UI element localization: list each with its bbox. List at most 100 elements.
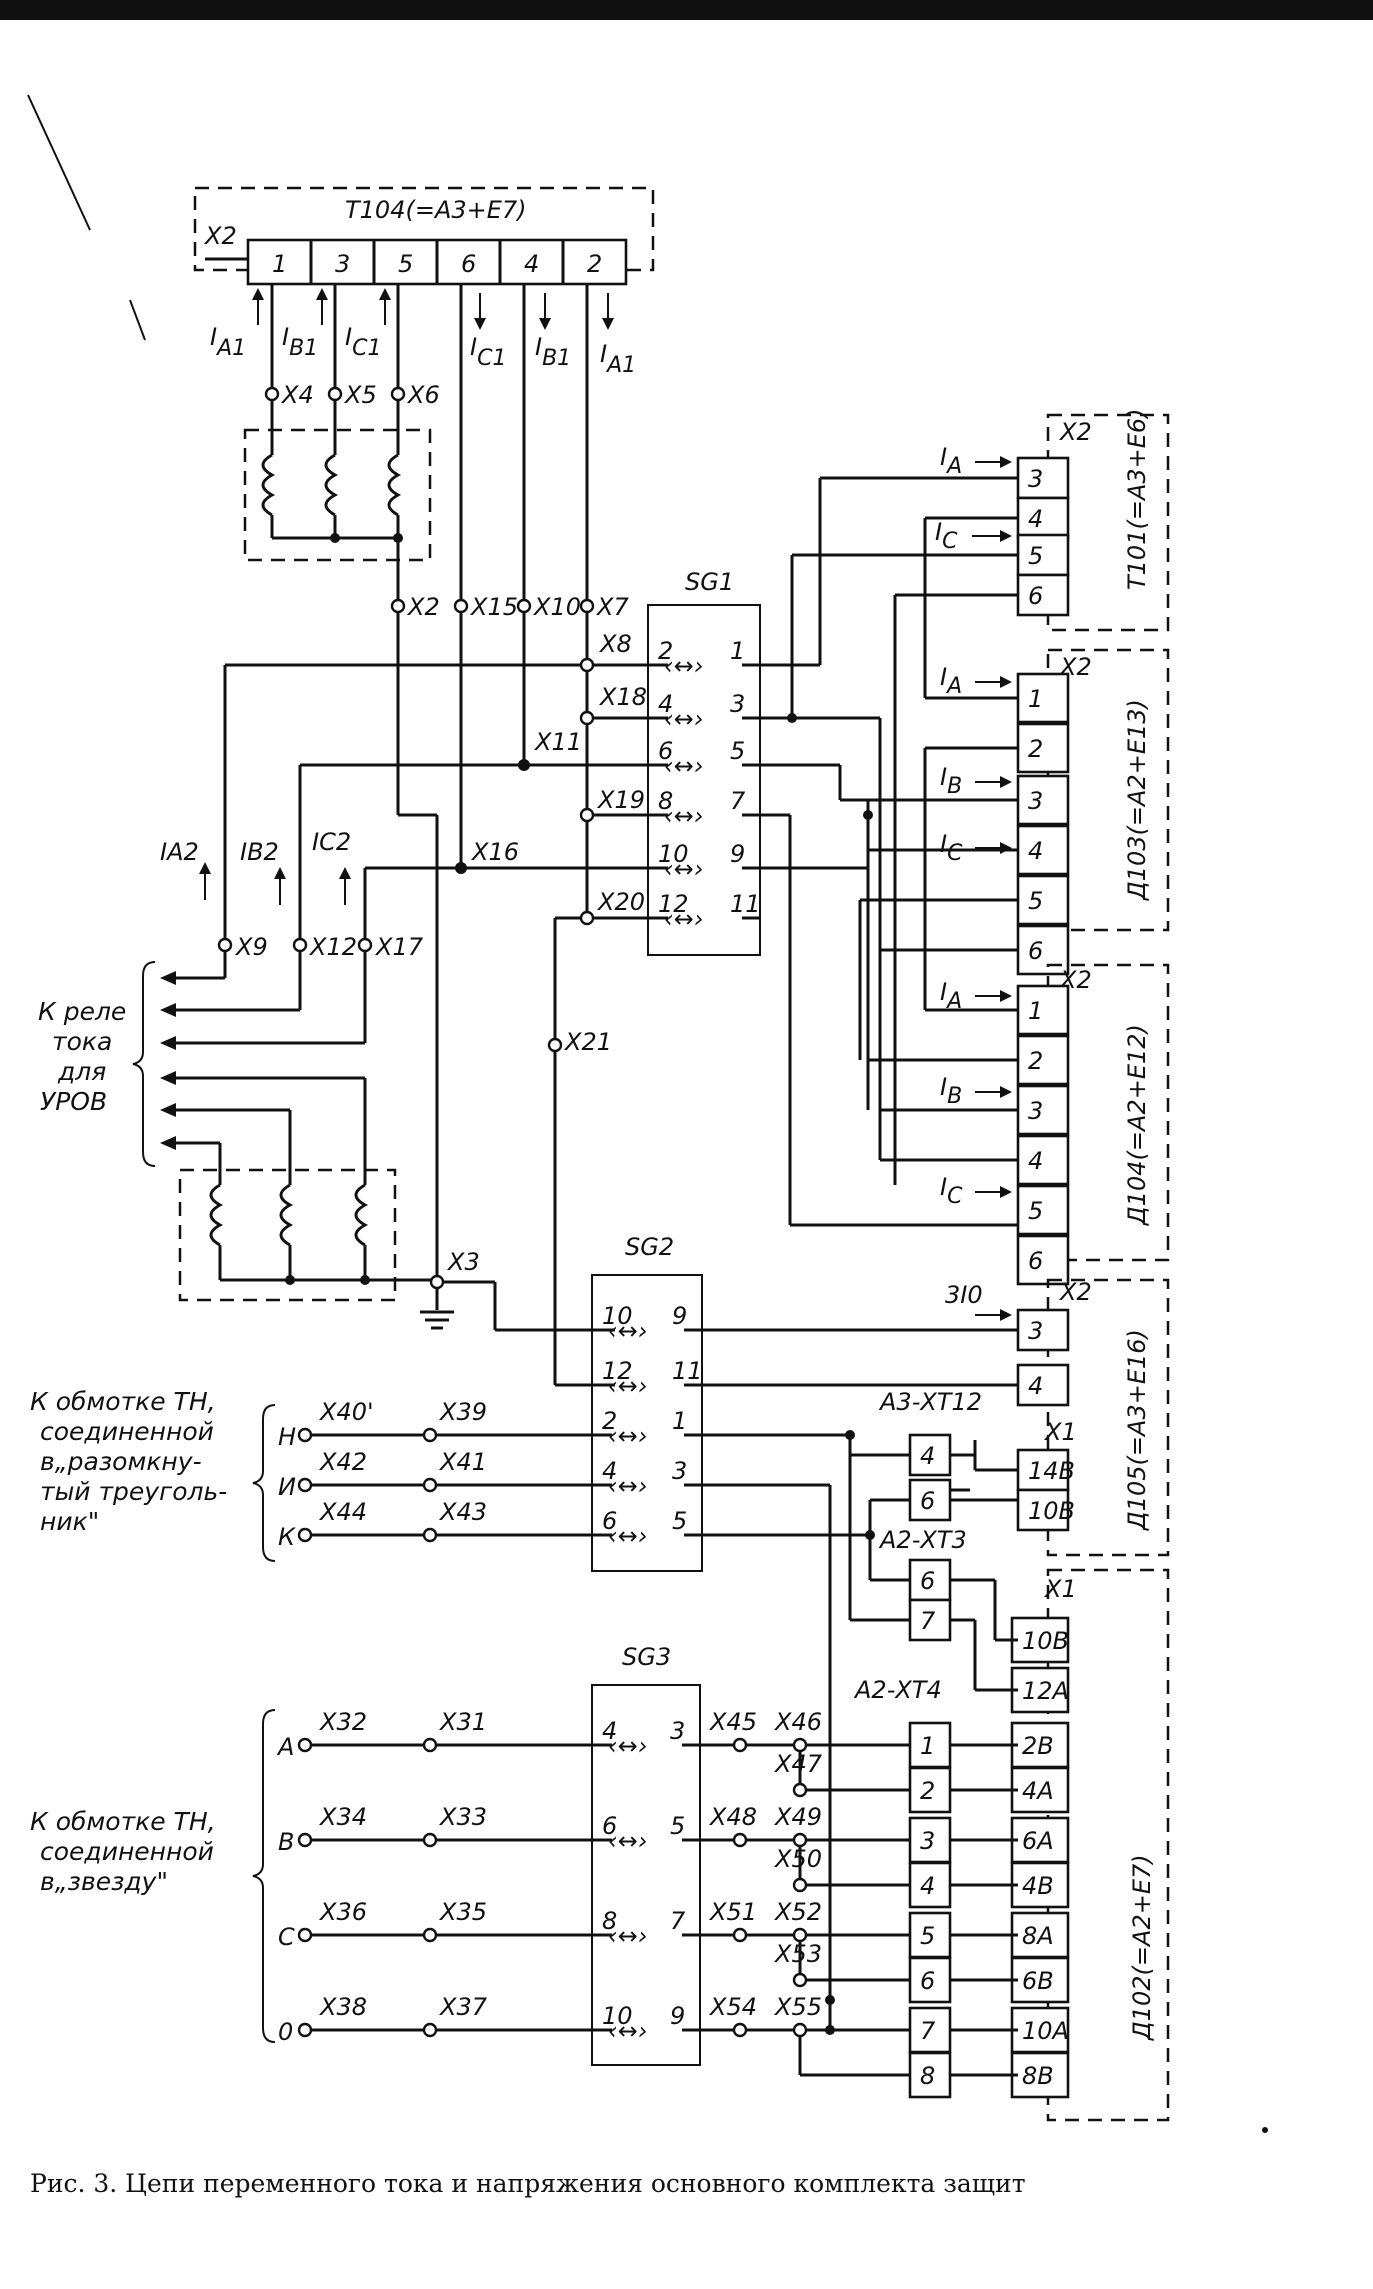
node-x2 xyxy=(390,598,406,614)
t104-pin: 3 xyxy=(335,250,350,278)
ground-x3 xyxy=(420,1274,615,1332)
relay-arrows xyxy=(132,951,367,1185)
sg1-left-wiring xyxy=(223,663,660,1387)
svg-text:X48: X48 xyxy=(708,1803,757,1831)
node-x6 xyxy=(390,386,406,402)
open-delta-text-1: К обмотке ТН, xyxy=(30,1387,216,1416)
sg1-right-pin: 7 xyxy=(730,787,746,815)
t104-title: Т104(=А3+Е7) xyxy=(345,196,527,224)
sg1-plug: ‹↔› xyxy=(664,652,703,680)
sg1-left-pin: 8 xyxy=(658,787,673,815)
d105-pin-box xyxy=(1016,1488,1070,1532)
t101-pin: 3 xyxy=(1028,465,1043,493)
d102-pin: 4А xyxy=(1022,1777,1054,1805)
phase-n: Н xyxy=(278,1423,296,1451)
svg-text:IA1: IA1 xyxy=(600,340,636,378)
t101-pin-box xyxy=(1016,533,1070,577)
svg-text:IC1: IC1 xyxy=(345,323,381,361)
t104-pin: 1 xyxy=(272,250,287,278)
d103-pin: 5 xyxy=(1028,887,1043,915)
svg-text:X51: X51 xyxy=(708,1898,757,1926)
label-x11: X11 xyxy=(533,728,582,756)
d105-pin-box xyxy=(1016,1363,1070,1407)
t104-pin: 5 xyxy=(398,250,413,278)
xt4-pin-box xyxy=(908,2051,952,2099)
label-ia2: IA2 xyxy=(160,838,199,866)
label-x18: X18 xyxy=(598,683,647,711)
phase-k: К xyxy=(278,1523,296,1551)
d103-pin: 2 xyxy=(1028,735,1043,763)
svg-text:А2-ХТ4: А2-ХТ4 xyxy=(853,1676,942,1704)
svg-text:X1: X1 xyxy=(1043,1418,1077,1446)
sg1-left-pin: 4 xyxy=(658,690,673,718)
label-x12: X12 xyxy=(308,933,357,961)
sg1-right-pin: 9 xyxy=(730,840,745,868)
node-x18 xyxy=(579,710,595,726)
d102-pin: 12А xyxy=(1022,1677,1069,1705)
svg-text:X41: X41 xyxy=(438,1448,487,1476)
d102-pin-box xyxy=(1010,1956,1070,2004)
node-x11 xyxy=(518,759,530,771)
node-x9 xyxy=(217,937,233,953)
sg2-right-pin: 5 xyxy=(672,1507,687,1535)
xt3-block: А2-ХТ3 67 xyxy=(878,1526,967,1642)
t104-current-labels: IA1 IB1 IC1 IC1 IB1 IA1 xyxy=(210,323,636,378)
d104-pin: 4 xyxy=(1028,1147,1043,1175)
xt4-pin: 8 xyxy=(920,2062,935,2090)
xt4-pin: 4 xyxy=(920,1872,935,1900)
node-x20 xyxy=(579,910,595,926)
node-x7 xyxy=(579,598,595,614)
t101-pin: 5 xyxy=(1028,542,1043,570)
xt4-pin: 2 xyxy=(920,1777,935,1805)
sg3-title: SG3 xyxy=(622,1643,671,1671)
d104-pin-box xyxy=(1016,1084,1070,1136)
node-x17 xyxy=(357,937,373,953)
d103-pin-box xyxy=(1016,722,1070,774)
sg1-plug: ‹↔› xyxy=(664,705,703,733)
relay-text-2: тока xyxy=(52,1027,112,1056)
node-x10 xyxy=(516,598,532,614)
sg2-left-pin: 4 xyxy=(602,1457,617,1485)
svg-text:X31: X31 xyxy=(438,1708,487,1736)
d102-pin: 10В xyxy=(1022,1627,1069,1655)
open-delta-text-5: ник" xyxy=(40,1507,99,1536)
d104-pin: 3 xyxy=(1028,1097,1043,1125)
d102-pin-box xyxy=(1010,1766,1070,1814)
label-x2: X2 xyxy=(406,593,440,621)
sg2-title: SG2 xyxy=(625,1233,674,1261)
svg-text:X45: X45 xyxy=(708,1708,757,1736)
sg1-plug: ‹↔› xyxy=(664,855,703,883)
d104-pin: 1 xyxy=(1028,997,1043,1025)
star-text-2: соединенной xyxy=(40,1837,214,1866)
d102-pin: 2В xyxy=(1022,1732,1054,1760)
d102-pin-box xyxy=(1010,1666,1070,1714)
t101-pin-box xyxy=(1016,573,1070,617)
scan-dot xyxy=(1262,2127,1268,2133)
d105-pin: 14В xyxy=(1028,1457,1075,1485)
sg2-left-pin: 12 xyxy=(602,1357,633,1385)
d104-pin: 6 xyxy=(1028,1247,1043,1275)
d103-pin-box xyxy=(1016,774,1070,826)
d104-pin-box xyxy=(1016,984,1070,1036)
svg-text:X55: X55 xyxy=(773,1993,822,2021)
svg-text:IA: IA xyxy=(940,443,962,479)
d105-title: Д105(=А3+Е16) xyxy=(1123,1329,1151,1531)
label-x16: X16 xyxy=(470,838,519,866)
xt4-pin: 7 xyxy=(920,2017,936,2045)
sg2-plug: ‹↔› xyxy=(608,1522,647,1550)
sg3-plug: ‹↔› xyxy=(608,1732,647,1760)
svg-text:IC: IC xyxy=(940,830,963,866)
d102-pin-box xyxy=(1010,1616,1070,1664)
node-x15 xyxy=(453,598,469,614)
sg3-right-pin: 5 xyxy=(670,1812,685,1840)
d102-pin: 10А xyxy=(1022,2017,1069,2045)
label-x3: X3 xyxy=(446,1248,480,1276)
sg2-right-pin: 1 xyxy=(672,1407,687,1435)
block-current-labels: IA IC IA IB IC IA IB IC 3I0 xyxy=(935,443,1012,1321)
d105-pin: 10В xyxy=(1028,1497,1075,1525)
d105-pin-box xyxy=(1016,1308,1070,1352)
svg-text:X1: X1 xyxy=(1043,1575,1077,1603)
